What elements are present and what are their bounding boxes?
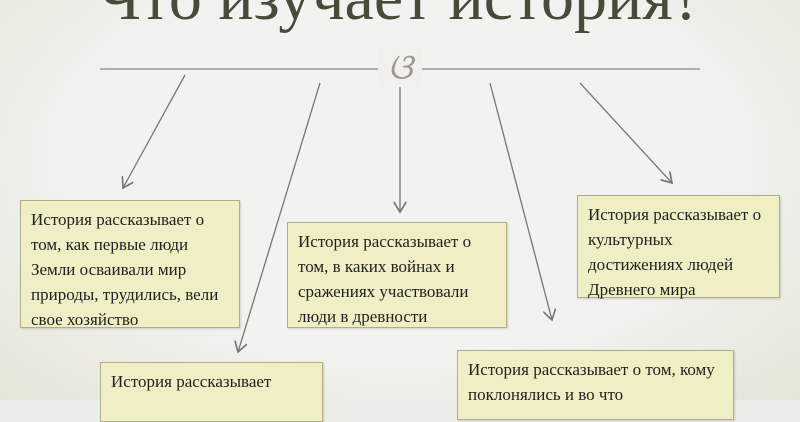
arrow-1 bbox=[123, 74, 186, 188]
arrow-5 bbox=[489, 82, 552, 320]
info-box-wars: История рассказывает о том, в каких войн… bbox=[287, 222, 507, 328]
ornament-icon: ଓ bbox=[378, 47, 422, 87]
info-box-labor: История рассказывает о том, как первые л… bbox=[20, 200, 240, 329]
info-box-partial: История рассказывает bbox=[100, 362, 323, 422]
arrow-3 bbox=[579, 82, 672, 183]
info-box-culture: История рассказывает о культурных достиж… bbox=[577, 195, 780, 299]
slide-title: Что изучает история? bbox=[0, 0, 800, 36]
arrow-4 bbox=[238, 82, 321, 352]
info-box-religion: История рассказывает о том, кому поклоня… bbox=[457, 350, 734, 420]
